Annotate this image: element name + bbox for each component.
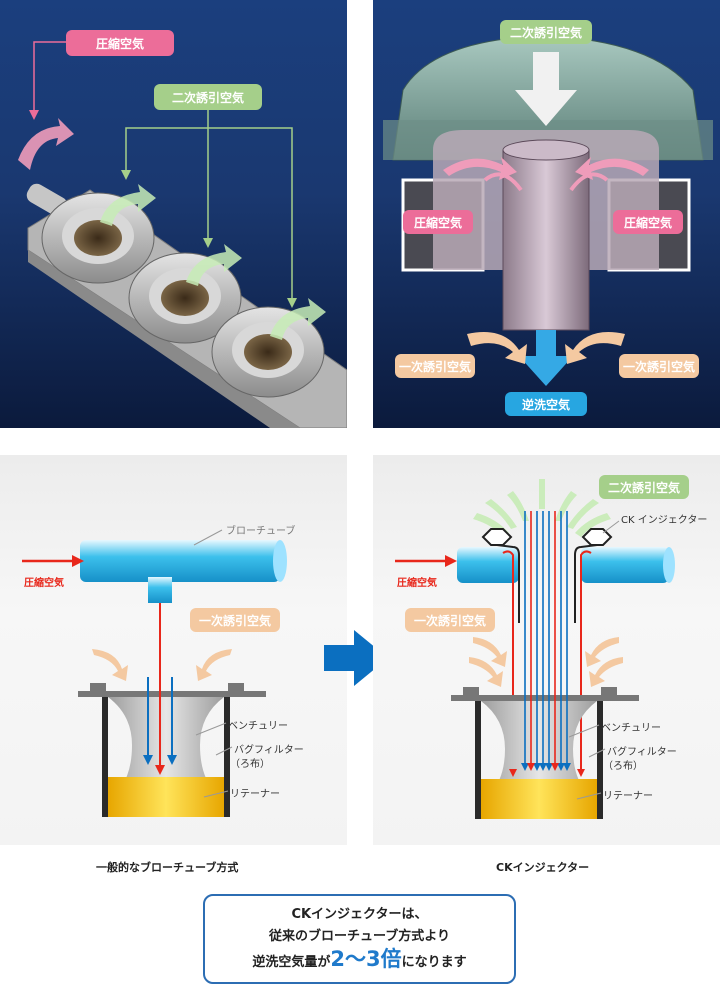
label-primary-air: 一次誘引空気 xyxy=(405,608,495,632)
callout-highlight: 2〜3倍 xyxy=(330,947,402,971)
callout-line-3-pre: 逆洗空気量が xyxy=(252,955,331,970)
label-primary-air-right: 一次誘引空気 xyxy=(619,354,699,378)
label-compressed-air: 圧縮空気 xyxy=(397,578,437,589)
panel-conventional-blow-tube: ブローチューブ 圧縮空気 一次誘引空気 ベンチュリー バグフィルター （ろ布） … xyxy=(0,455,347,845)
blow-tube-diagram xyxy=(22,529,287,817)
callout-line-2: 従来のブローチューブ方式より xyxy=(269,929,450,944)
label-bag-filter-sub: （ろ布） xyxy=(230,759,270,770)
ck-injector-diagram xyxy=(395,479,675,819)
label-primary-air: 一次誘引空気 xyxy=(190,608,280,632)
label-compressed-air-right: 圧縮空気 xyxy=(613,210,683,234)
label-blow-tube: ブローチューブ xyxy=(226,526,296,537)
label-compressed-air-left: 圧縮空気 xyxy=(403,210,473,234)
panel-injector-assembly: 圧縮空気 二次誘引空気 xyxy=(0,0,347,428)
callout-line-1: CKインジェクターは、 xyxy=(291,907,428,922)
panel-injector-cross-section: 二次誘引空気 圧縮空気 圧縮空気 一次誘引空気 一次誘引空気 逆洗空気 xyxy=(373,0,720,428)
injector-assembly-illustration xyxy=(18,41,347,428)
label-retainer: リテーナー xyxy=(603,791,653,802)
label-venturi: ベンチュリー xyxy=(601,723,661,734)
label-primary-air-left: 一次誘引空気 xyxy=(395,354,475,378)
label-compressed-air: 圧縮空気 xyxy=(66,30,174,56)
label-backwash-air: 逆洗空気 xyxy=(505,392,587,416)
label-venturi: ベンチュリー xyxy=(228,721,288,732)
label-secondary-air: 二次誘引空気 xyxy=(154,84,262,110)
label-compressed-air: 圧縮空気 xyxy=(24,578,64,589)
callout-line-3: 逆洗空気量が2〜3倍になります xyxy=(252,948,466,974)
label-bag-filter: バグフィルター xyxy=(234,745,304,756)
label-secondary-air: 二次誘引空気 xyxy=(500,20,592,44)
callout-line-3-post: になります xyxy=(401,955,467,970)
injector-ring-1 xyxy=(41,192,155,284)
injector-ring-3 xyxy=(211,306,325,398)
label-bag-filter-sub: （ろ布） xyxy=(603,761,643,772)
label-secondary-air: 二次誘引空気 xyxy=(599,475,689,499)
label-bag-filter: バグフィルター xyxy=(607,747,677,758)
panel-ck-injector: 二次誘引空気 CK インジェクター 圧縮空気 一次誘引空気 ベンチュリー バグフ… xyxy=(373,455,720,845)
label-retainer: リテーナー xyxy=(230,789,280,800)
summary-callout: CKインジェクターは、 従来のブローチューブ方式より 逆洗空気量が2〜3倍になり… xyxy=(203,894,516,984)
caption-conventional: 一般的なブローチューブ方式 xyxy=(96,861,239,874)
injector-ring-2 xyxy=(128,252,242,344)
caption-ck-injector: CKインジェクター xyxy=(496,861,590,874)
label-ck-injector: CK インジェクター xyxy=(621,515,708,526)
